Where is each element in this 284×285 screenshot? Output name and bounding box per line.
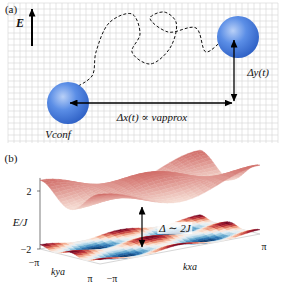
grid-line bbox=[116, 3, 117, 143]
grid-line bbox=[200, 3, 201, 143]
distance-arrow bbox=[70, 102, 232, 103]
tick-label: 2 bbox=[27, 186, 32, 197]
surface-cell bbox=[98, 194, 106, 196]
surface-cell bbox=[233, 235, 241, 238]
tick-label: π bbox=[87, 273, 92, 284]
grid-line bbox=[80, 3, 81, 143]
grid-line bbox=[206, 3, 207, 143]
axis-edge bbox=[200, 219, 260, 234]
grid-line bbox=[8, 141, 278, 142]
energy-axis bbox=[40, 178, 41, 249]
axis-label: E/J bbox=[13, 216, 28, 228]
surface-cell bbox=[165, 201, 173, 203]
surface-cell bbox=[135, 198, 143, 199]
upper-band bbox=[40, 150, 260, 210]
grid-line bbox=[14, 3, 15, 143]
grid-line bbox=[8, 93, 278, 94]
axis-tick bbox=[37, 191, 40, 192]
surface-cell bbox=[239, 233, 247, 235]
axis-label: kxa bbox=[183, 261, 197, 272]
field-label: E bbox=[16, 17, 24, 30]
grid-line bbox=[8, 87, 278, 88]
grid-line bbox=[278, 3, 279, 143]
surface-cell bbox=[159, 248, 167, 250]
axis-edge bbox=[100, 234, 260, 264]
surface-cell bbox=[221, 177, 229, 182]
panel-label: (a) bbox=[5, 3, 17, 15]
gap-arrow bbox=[141, 207, 142, 247]
grid-line bbox=[32, 3, 33, 143]
distance-label: Δy(t) bbox=[247, 66, 269, 78]
gap-label: Δ ∼ 2J bbox=[157, 222, 192, 234]
grid-line bbox=[56, 3, 57, 143]
surface-cell bbox=[227, 174, 235, 178]
grid-line bbox=[26, 3, 27, 143]
grid-line bbox=[92, 3, 93, 143]
surface-cell bbox=[98, 258, 106, 259]
grid-line bbox=[104, 3, 105, 143]
grid-line bbox=[272, 3, 273, 143]
grid-line bbox=[194, 3, 195, 143]
distance-label: Δx(t) ∝ νapprox bbox=[117, 111, 187, 123]
tick-label: −π bbox=[29, 257, 40, 268]
particle bbox=[217, 16, 259, 58]
grid-line bbox=[8, 3, 278, 4]
grid-line bbox=[86, 3, 87, 143]
surface-cell bbox=[227, 237, 235, 239]
grid-line bbox=[50, 3, 51, 143]
lower-band bbox=[40, 215, 260, 261]
tick-label: −2 bbox=[21, 244, 32, 255]
grid-line bbox=[8, 9, 278, 10]
axis-tick bbox=[37, 249, 40, 250]
grid-line bbox=[8, 81, 278, 82]
grid-line bbox=[8, 75, 278, 76]
grid-line bbox=[188, 3, 189, 143]
axis-edge bbox=[40, 219, 200, 249]
axis-edge bbox=[40, 249, 100, 264]
grid-line bbox=[44, 3, 45, 143]
grid-line bbox=[8, 69, 278, 70]
axis-label: kya bbox=[51, 266, 65, 277]
panel-a bbox=[8, 3, 278, 143]
grid-line bbox=[38, 3, 39, 143]
grid-line bbox=[8, 3, 9, 143]
grid-line bbox=[98, 3, 99, 143]
grid-line bbox=[212, 3, 213, 143]
tick-label: −π bbox=[107, 273, 118, 284]
trajectory bbox=[74, 12, 222, 88]
lattice-grid bbox=[8, 3, 278, 143]
potential-label: Vconf bbox=[45, 128, 71, 140]
surface-cell bbox=[147, 252, 155, 254]
grid-line bbox=[8, 15, 278, 16]
panel-label: (b) bbox=[5, 152, 18, 164]
distance-arrow bbox=[233, 40, 234, 101]
grid-line bbox=[218, 3, 219, 143]
grid-line bbox=[110, 3, 111, 143]
field-arrow bbox=[31, 9, 33, 46]
tick-label: π bbox=[261, 241, 266, 252]
panel-b bbox=[37, 150, 260, 264]
surface-cell bbox=[153, 250, 161, 253]
